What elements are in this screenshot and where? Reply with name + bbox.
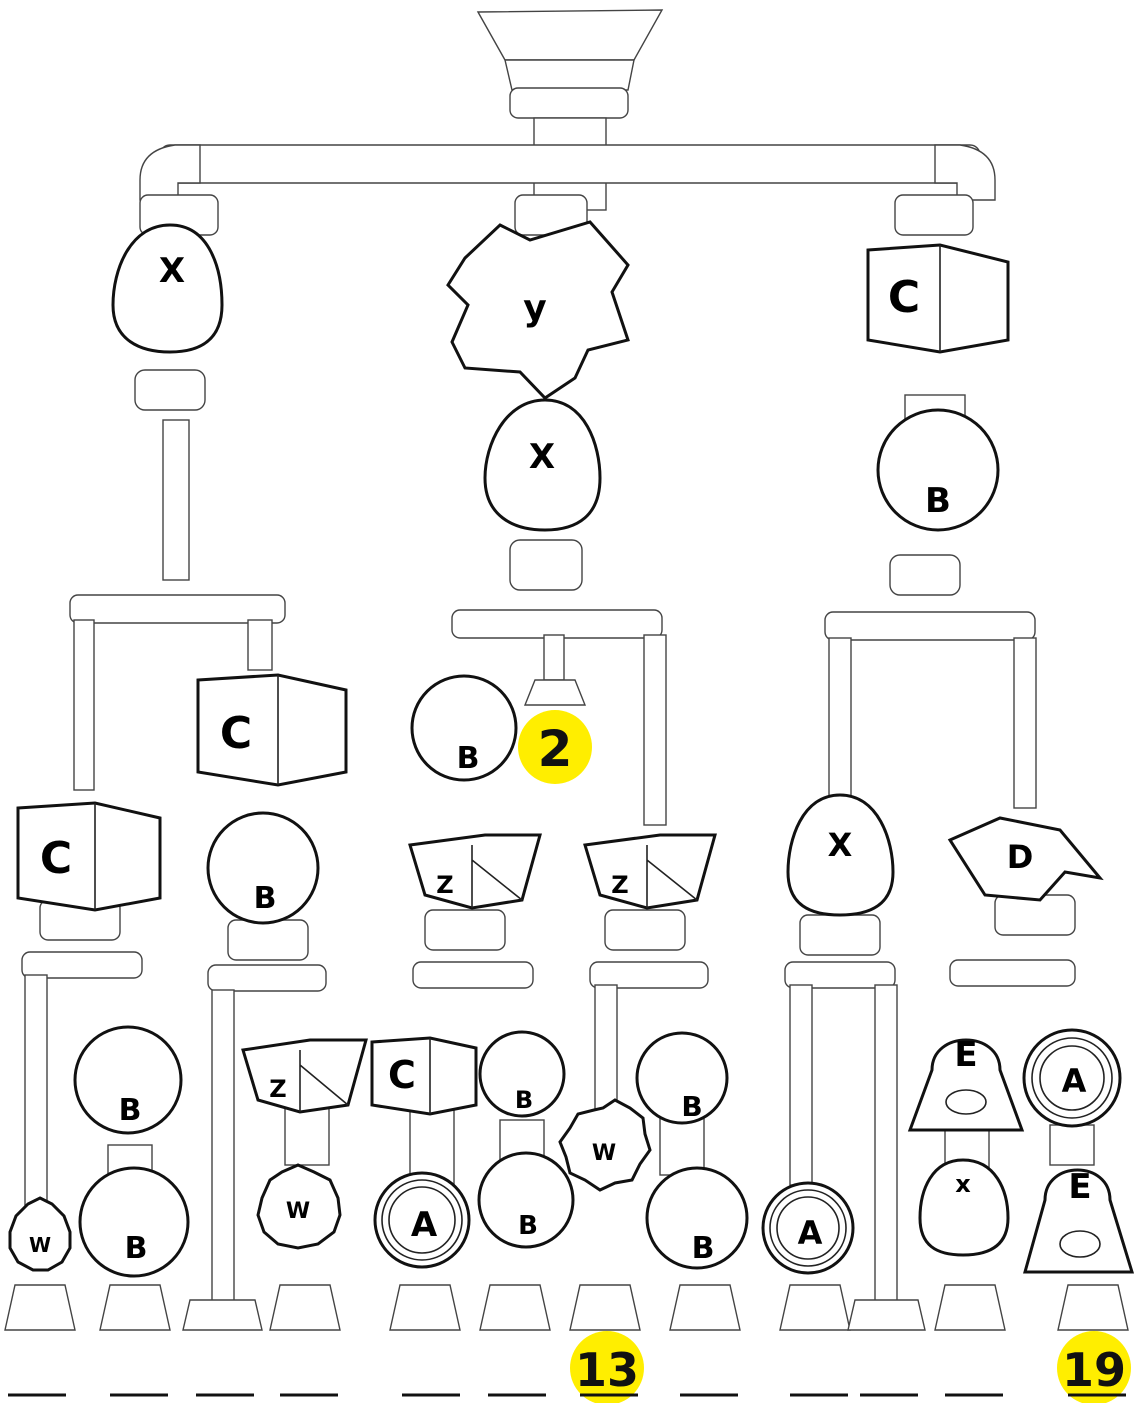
node-rings: A <box>375 1173 469 1267</box>
node-letter: y <box>523 288 546 329</box>
node-circle: B <box>637 1033 727 1123</box>
node-letter: D <box>1007 838 1034 876</box>
node-rings: A <box>1024 1030 1120 1126</box>
node-letter: B <box>119 1093 142 1128</box>
hint-label: 2 <box>538 720 573 778</box>
node-keyhole: E <box>1025 1167 1132 1272</box>
node-star: W <box>10 1198 70 1270</box>
node-circle: B <box>878 410 998 530</box>
hint-badge: 2 <box>518 710 592 784</box>
bottom-sockets <box>5 1285 1128 1330</box>
node-diamond: D <box>950 818 1100 900</box>
node-letter: C <box>388 1053 416 1097</box>
node-letter: A <box>411 1205 438 1245</box>
node-letter: B <box>681 1090 702 1123</box>
hint-badge: 19 <box>1057 1331 1131 1403</box>
node-letter: A <box>1062 1062 1087 1100</box>
node-letter: E <box>954 1035 977 1075</box>
node-prism: Z <box>410 835 540 908</box>
node-cube: C <box>198 675 346 785</box>
node-letter: x <box>955 1170 971 1198</box>
node-letter: B <box>125 1231 148 1266</box>
hint-label: 19 <box>1062 1343 1126 1397</box>
node-egg: X <box>788 795 893 915</box>
node-cube: C <box>18 803 160 910</box>
node-letter: Z <box>611 871 628 899</box>
node-keyhole: E <box>910 1035 1022 1130</box>
node-letter: C <box>40 833 72 884</box>
node-circle: B <box>647 1168 747 1268</box>
node-letter: A <box>798 1214 823 1252</box>
node-circle: B <box>412 676 516 780</box>
node-rings: A <box>763 1183 853 1273</box>
node-prism: Z <box>243 1040 366 1112</box>
node-egg: x <box>920 1160 1008 1255</box>
node-letter: W <box>286 1199 310 1224</box>
node-letter: W <box>592 1141 616 1166</box>
node-prism: Z <box>585 835 715 908</box>
node-letter: B <box>457 741 480 776</box>
node-circle: B <box>80 1168 188 1276</box>
node-letter: W <box>29 1233 51 1257</box>
node-letter: X <box>828 826 853 864</box>
node-circle: B <box>75 1027 181 1133</box>
node-star: W <box>258 1165 340 1248</box>
node-cube: C <box>868 245 1008 352</box>
node-letter: C <box>888 272 920 323</box>
node-letter: B <box>518 1211 538 1241</box>
node-letter: C <box>220 708 252 759</box>
hint-badge: 13 <box>570 1331 644 1403</box>
node-letter: B <box>925 481 951 521</box>
node-letter: B <box>254 881 277 916</box>
node-circle: B <box>479 1153 573 1247</box>
node-circle: B <box>208 813 318 923</box>
node-letter: X <box>529 437 555 477</box>
node-letter: Z <box>269 1075 286 1103</box>
node-letter: E <box>1068 1167 1091 1207</box>
node-letter: Z <box>436 871 453 899</box>
node-letter: B <box>515 1086 533 1114</box>
node-cube: C <box>372 1038 476 1114</box>
node-letter: B <box>692 1231 715 1266</box>
node-star: W <box>560 1100 650 1190</box>
node-egg: X <box>113 225 222 352</box>
node-gear: y <box>448 222 628 398</box>
node-letter: X <box>159 251 185 291</box>
hint-label: 13 <box>575 1343 639 1397</box>
node-egg: X <box>485 400 600 530</box>
node-circle: B <box>480 1032 564 1116</box>
